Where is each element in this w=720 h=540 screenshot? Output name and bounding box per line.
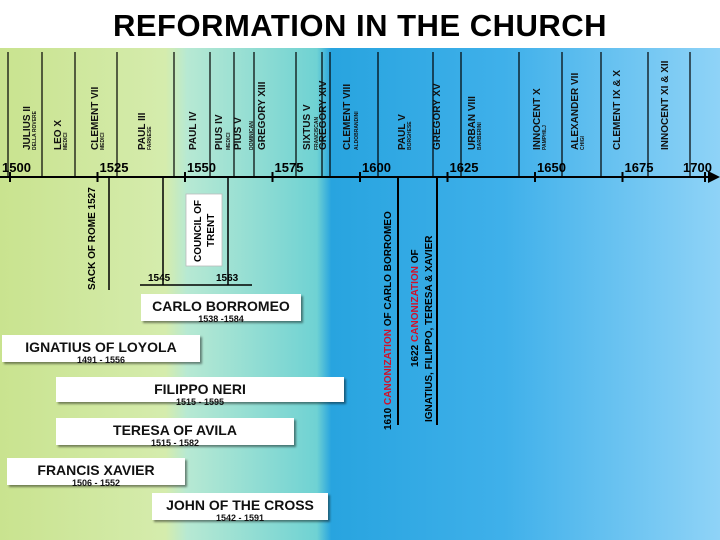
saint-dates: 1542 - 1591 bbox=[215, 513, 265, 523]
pope-family: PAMPHILJ bbox=[542, 125, 548, 150]
canonization-1622-label: 1622 CANONIZATION OF bbox=[410, 249, 421, 367]
pope-family: CHIGI bbox=[580, 136, 586, 151]
pope-family: DELLA ROVERE bbox=[32, 110, 38, 150]
pope-name: CLEMENT VIII bbox=[342, 84, 353, 150]
saint-francis-xavier: FRANCIS XAVIER 1506 - 1552 bbox=[7, 458, 185, 488]
timeline-year-label: 1550 bbox=[187, 160, 216, 175]
saint-dates: 1538 -1584 bbox=[198, 314, 244, 324]
council-of-trent-label-2: TRENT bbox=[206, 214, 217, 247]
pope-name: ALEXANDER VII bbox=[570, 73, 581, 150]
saint-dates: 1515 - 1595 bbox=[175, 397, 225, 407]
pope-name: PAUL IV bbox=[188, 111, 199, 150]
timeline-year-label: 1500 bbox=[2, 160, 31, 175]
pope-name: URBAN VIII bbox=[467, 96, 478, 150]
pope-family: MEDICI bbox=[226, 132, 232, 150]
pope-name: GREGORY XIII bbox=[257, 81, 268, 150]
pope-family: MEDICI bbox=[100, 132, 106, 150]
timeline-year-label: 1625 bbox=[450, 160, 479, 175]
council-start-year: 1545 bbox=[148, 273, 171, 284]
pope-name: GREGORY XV bbox=[432, 83, 443, 150]
saint-teresa-of-avila: TERESA OF AVILA 1515 - 1582 bbox=[56, 418, 294, 448]
pope-family: DOMINICAN bbox=[249, 121, 255, 150]
timeline-year-label: 1525 bbox=[100, 160, 129, 175]
canonization-1610-label: 1610 CANONIZATION OF CARLO BORROMEO bbox=[383, 211, 394, 430]
saint-name: IGNATIUS OF LOYOLA bbox=[25, 339, 177, 355]
timeline-year-label: 1700 bbox=[683, 160, 712, 175]
pope-name: CLEMENT IX & X bbox=[612, 70, 623, 150]
saint-ignatius-of-loyola: IGNATIUS OF LOYOLA 1491 - 1556 bbox=[2, 335, 200, 365]
saint-filippo-neri: FILIPPO NERI 1515 - 1595 bbox=[56, 377, 344, 407]
saint-dates: 1515 - 1582 bbox=[150, 438, 200, 448]
council-of-trent-label-1: COUNCIL OF bbox=[193, 200, 204, 262]
timeline-arrow-icon bbox=[708, 171, 720, 183]
council-of-trent-box bbox=[185, 193, 223, 267]
pope-name: PAUL III bbox=[137, 112, 148, 150]
pope-name: SIXTUS V bbox=[302, 104, 313, 150]
timeline-year-label: 1575 bbox=[275, 160, 304, 175]
page-title: REFORMATION IN THE CHURCH bbox=[112, 8, 608, 43]
saint-dates: 1491 - 1556 bbox=[76, 355, 126, 365]
pope-name: GREGORY XIV bbox=[318, 80, 329, 150]
saint-name: FILIPPO NERI bbox=[154, 381, 246, 397]
saint-john-of-the-cross: JOHN OF THE CROSS 1542 - 1591 bbox=[152, 493, 328, 523]
saint-name: TERESA OF AVILA bbox=[113, 422, 237, 438]
pope-name: PIUS V bbox=[233, 117, 244, 150]
pope-name: PIUS IV bbox=[214, 114, 225, 150]
saint-name: FRANCIS XAVIER bbox=[37, 462, 155, 478]
pope-family: FARNESE bbox=[147, 126, 153, 150]
saint-dates: 1506 - 1552 bbox=[71, 478, 121, 488]
pope-name: LEO X bbox=[53, 120, 64, 150]
saint-carlo-borromeo: CARLO BORROMEO 1538 -1584 bbox=[141, 294, 301, 324]
timeline-year-label: 1650 bbox=[537, 160, 566, 175]
pope-name: JULIUS II bbox=[22, 106, 33, 150]
pope-name: PAUL V bbox=[397, 114, 408, 150]
timeline-year-label: 1675 bbox=[625, 160, 654, 175]
timeline-ticks: 1500 1525 1550 1575 1600 1625 1650 1675 1700 bbox=[2, 160, 712, 182]
sack-of-rome-label: SACK OF ROME 1527 bbox=[87, 187, 98, 290]
pope-family: MEDICI bbox=[63, 132, 69, 150]
pope-family: FRANCISCAN bbox=[314, 117, 320, 150]
saint-name: JOHN OF THE CROSS bbox=[166, 497, 314, 513]
saint-name: CARLO BORROMEO bbox=[152, 298, 290, 314]
canonization-1622-label-2: IGNATIUS, FILIPPO, TERESA & XAVIER bbox=[424, 235, 435, 422]
council-end-year: 1563 bbox=[216, 273, 239, 284]
pope-family: BARBERINI bbox=[477, 122, 483, 150]
pope-family: ALDOBRANDINI bbox=[354, 111, 360, 150]
pope-name: INNOCENT XI & XII bbox=[660, 60, 671, 150]
timeline-year-label: 1600 bbox=[362, 160, 391, 175]
pope-name: INNOCENT X bbox=[532, 88, 543, 150]
pope-name: CLEMENT VII bbox=[90, 86, 101, 150]
pope-family: BORGHESE bbox=[407, 121, 413, 150]
